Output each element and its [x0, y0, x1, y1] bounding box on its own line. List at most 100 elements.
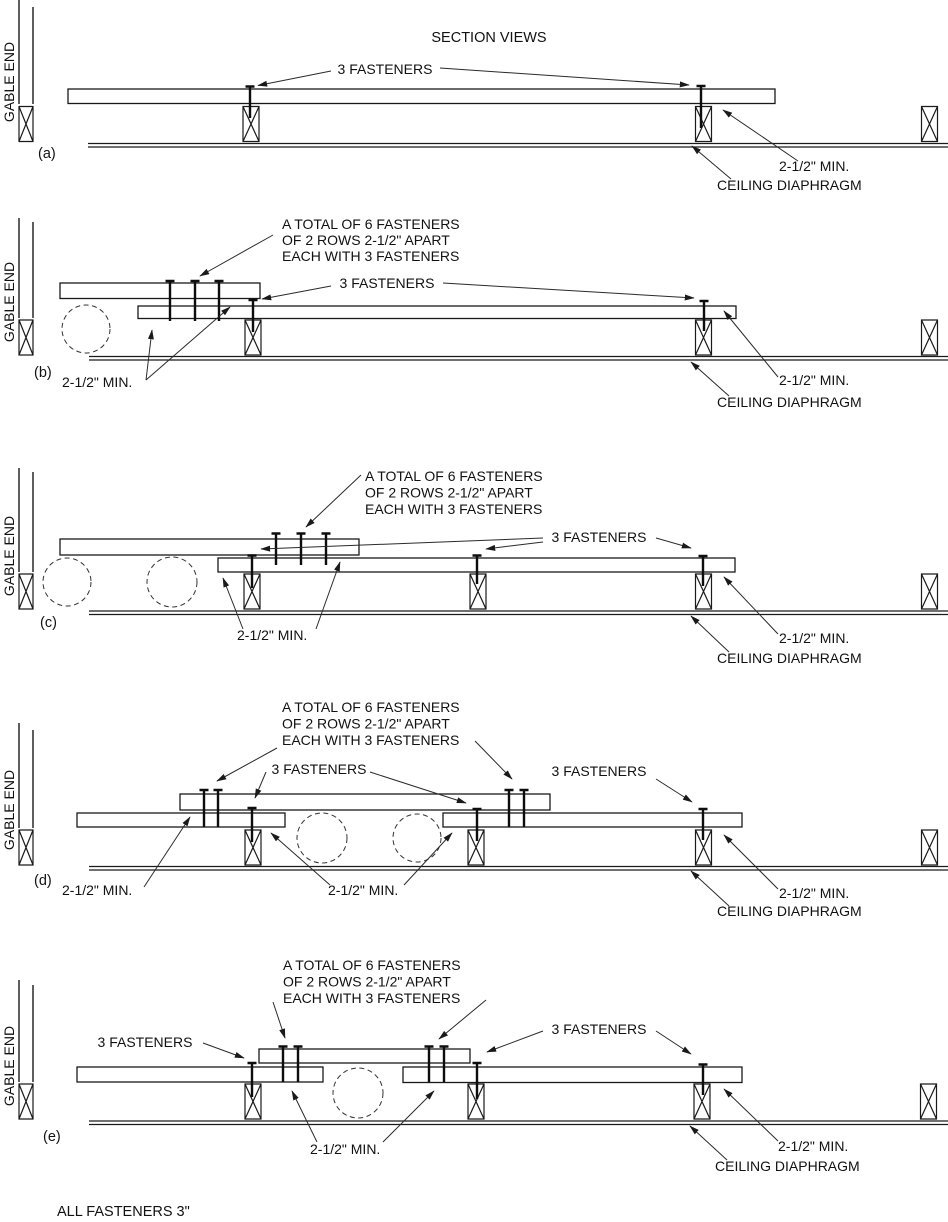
fastener [214, 279, 224, 321]
label-min-clearance: 2-1/2" MIN. [779, 885, 849, 901]
label-min-clearance: 2-1/2" MIN. [779, 630, 849, 646]
ceiling-diaphragm-lines [89, 355, 948, 361]
label-min-clearance: 2-1/2" MIN. [328, 882, 398, 898]
leader-arrow [270, 832, 331, 886]
fastener [293, 1045, 303, 1082]
blocking-box [694, 319, 713, 356]
gable-end-wall [18, 218, 34, 318]
section-c: A TOTAL OF 6 FASTENERS OF 2 ROWS 2-1/2" … [1, 468, 948, 666]
note-line: A TOTAL OF 6 FASTENERS [283, 957, 461, 973]
gable-end-member [76, 1066, 324, 1083]
blocking-box [694, 573, 713, 610]
leader-arrow [382, 1090, 435, 1143]
fastener [247, 806, 257, 842]
gable-end-wall [18, 0, 34, 104]
ceiling-diaphragm-lines [89, 865, 948, 871]
label-gable-end: GABLE END [1, 42, 17, 122]
label-min-clearance: 2-1/2" MIN. [62, 374, 132, 390]
fastener [247, 1061, 257, 1097]
leader-arrow [403, 832, 453, 886]
section-e: A TOTAL OF 6 FASTENERS OF 2 ROWS 2-1/2" … [1, 957, 948, 1174]
blocking-box [242, 105, 260, 143]
fastener [424, 1045, 434, 1082]
label-ceiling-diaphragm: CEILING DIAPHRAGM [717, 177, 862, 193]
label-gable-end: GABLE END [1, 262, 17, 342]
hole-circle [332, 1067, 384, 1119]
label-3-fasteners: 3 FASTENERS [552, 763, 647, 779]
wall-blocking-box [18, 319, 34, 356]
note-line: OF 2 ROWS 2-1/2" APART [282, 716, 450, 732]
fastener [504, 788, 514, 827]
fastener [321, 532, 331, 565]
blocking-box [920, 105, 939, 143]
note-line: OF 2 ROWS 2-1/2" APART [283, 974, 451, 990]
note-line: OF 2 ROWS 2-1/2" APART [282, 232, 450, 248]
label-3-fasteners: 3 FASTENERS [552, 1021, 647, 1037]
note-line: EACH WITH 3 FASTENERS [282, 248, 459, 264]
leader-arrow [199, 234, 274, 277]
fastener [472, 554, 482, 584]
fastener [247, 554, 257, 588]
leader-arrow [254, 771, 267, 799]
fastener [245, 85, 255, 118]
leader-arrow [260, 537, 544, 552]
label-ceiling-diaphragm: CEILING DIAPHRAGM [717, 903, 862, 919]
label-ceiling-diaphragm: CEILING DIAPHRAGM [715, 1158, 860, 1174]
label-min-clearance: 2-1/2" MIN. [779, 158, 849, 174]
note-six-fasteners: A TOTAL OF 6 FASTENERS OF 2 ROWS 2-1/2" … [282, 699, 464, 748]
label-min-clearance: 2-1/2" MIN. [310, 1141, 380, 1157]
hole-circle [61, 304, 111, 354]
footnote-all-fasteners: ALL FASTENERS 3" [57, 1204, 190, 1220]
fastener [696, 84, 706, 128]
note-line: A TOTAL OF 6 FASTENERS [282, 699, 460, 715]
ceiling-member [442, 812, 743, 828]
note-six-fasteners: A TOTAL OF 6 FASTENERS OF 2 ROWS 2-1/2" … [283, 957, 465, 1006]
fastener [278, 1045, 288, 1082]
leader-arrow [222, 577, 244, 630]
blocking-box [920, 829, 939, 866]
leader-arrow [442, 282, 695, 301]
leader-arrow [486, 1030, 544, 1053]
note-line: A TOTAL OF 6 FASTENERS [365, 468, 543, 484]
leader-arrow [723, 310, 779, 378]
section-letter: (d) [34, 873, 52, 889]
label-ceiling-diaphragm: CEILING DIAPHRAGM [717, 650, 862, 666]
drawing-title: SECTION VIEWS [431, 30, 546, 46]
note-line: EACH WITH 3 FASTENERS [283, 990, 460, 1006]
fastener [472, 807, 482, 841]
blocking-box [467, 1083, 485, 1120]
section-b: A TOTAL OF 6 FASTENERS OF 2 ROWS 2-1/2" … [1, 216, 948, 410]
blocking-box [920, 573, 939, 610]
wall-blocking-box [18, 829, 34, 866]
blocking-box [920, 319, 939, 356]
leader-arrow [655, 778, 693, 803]
leader-arrow [690, 361, 730, 397]
fastener [472, 1061, 482, 1099]
label-gable-end: GABLE END [1, 770, 17, 850]
section-a: 3 FASTENERS 2-1/2" MIN. CEILING DIAPHRAG… [1, 0, 948, 193]
fastener [296, 532, 306, 565]
leader-arrow [305, 474, 362, 528]
blocking-box [467, 829, 485, 866]
blocking-box [244, 319, 262, 356]
splice-member [137, 305, 737, 320]
splice-member-top [179, 793, 551, 811]
fastener [698, 1063, 708, 1095]
note-six-fasteners: A TOTAL OF 6 FASTENERS OF 2 ROWS 2-1/2" … [282, 216, 464, 264]
label-3-fasteners: 3 FASTENERS [98, 1034, 193, 1050]
leader-arrow [143, 816, 191, 888]
label-3-fasteners: 3 FASTENERS [338, 61, 433, 77]
leader-arrow [369, 771, 467, 804]
fastener [699, 299, 709, 331]
leader-arrow [723, 834, 779, 890]
blocking-box [469, 573, 487, 610]
fastener [165, 279, 175, 321]
label-gable-end: GABLE END [1, 516, 17, 596]
leader-arrow [655, 537, 692, 549]
hole-circle [42, 557, 92, 607]
leader-arrow [202, 1042, 245, 1059]
label-ceiling-diaphragm: CEILING DIAPHRAGM [717, 394, 862, 410]
blocking-box [243, 573, 261, 610]
